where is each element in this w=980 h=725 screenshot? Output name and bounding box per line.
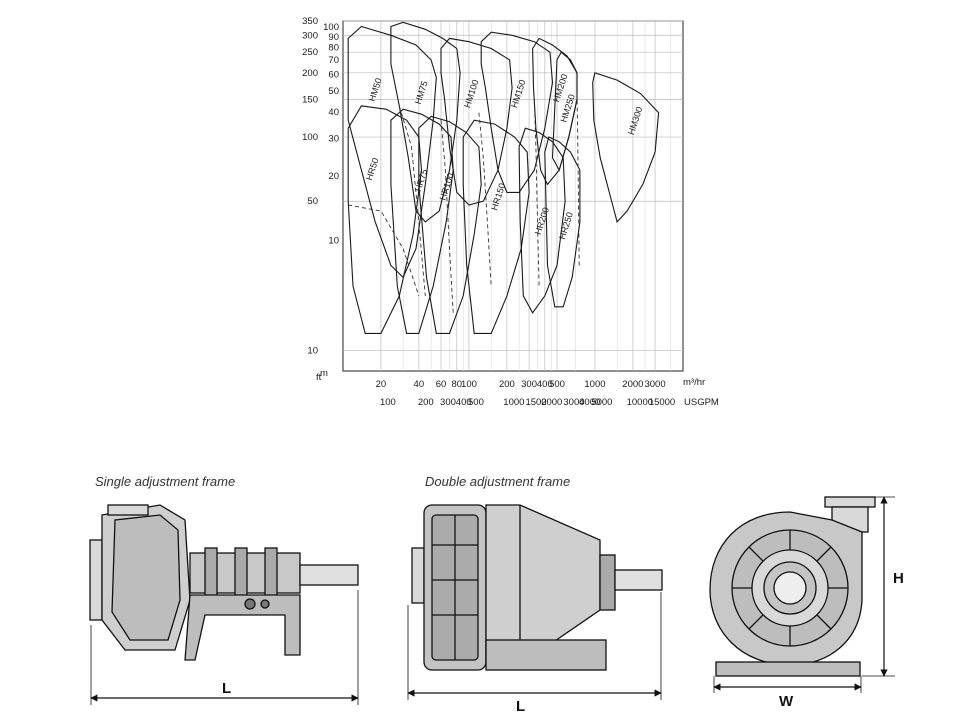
y-tick-label-m: 10 <box>328 235 339 246</box>
end-view-drawing: W H <box>709 496 904 710</box>
x-tick-label-usgpm: 100 <box>380 397 396 408</box>
y-tick-label-ft: 200 <box>302 68 318 79</box>
y-tick-label-ft: 350 <box>302 16 318 27</box>
x-tick-label-m3hr: 3000 <box>644 379 665 390</box>
x-tick-label-m3hr: 60 <box>436 379 447 390</box>
y-axis-unit-ft: ft <box>316 372 322 383</box>
x-tick-label-m3hr: 20 <box>376 379 387 390</box>
x-tick-label-m3hr: 300 <box>521 379 537 390</box>
y-tick-label-m: 50 <box>328 86 339 97</box>
double-dim-L: L <box>516 698 525 715</box>
curve-hr250 <box>544 136 581 308</box>
guide-dashed-line <box>576 93 580 266</box>
curve-hm75 <box>390 21 461 223</box>
single-dim-L: L <box>222 680 231 697</box>
y-tick-label-ft: 100 <box>302 132 318 143</box>
y-tick-label-m: 60 <box>328 69 339 80</box>
x-tick-label-usgpm: 10000 <box>627 397 653 408</box>
x-tick-label-m3hr: 80 <box>451 379 462 390</box>
y-tick-label-ft: 300 <box>302 30 318 41</box>
single-pump-body <box>89 504 359 661</box>
x-tick-label-usgpm: 300 <box>440 397 456 408</box>
x-tick-label-usgpm: 1000 <box>503 397 524 408</box>
y-tick-label-ft: 10 <box>307 345 318 356</box>
curve-hr75 <box>390 108 454 334</box>
y-tick-label-m: 70 <box>328 55 339 66</box>
y-tick-label-m: 40 <box>328 107 339 118</box>
x-tick-label-usgpm: 15000 <box>649 397 675 408</box>
x-tick-label-m3hr: 200 <box>499 379 515 390</box>
guide-dashed-line <box>533 99 540 287</box>
y-tick-label-m: 30 <box>328 134 339 145</box>
end-view-body <box>709 496 876 677</box>
curve-hm50 <box>347 25 437 279</box>
single-adjustment-drawing: Single adjustment frame L <box>89 474 359 705</box>
x-tick-label-usgpm: 400 <box>456 397 472 408</box>
chart-curves <box>347 21 660 334</box>
single-frame-title: Single adjustment frame <box>95 474 235 489</box>
x-tick-label-m3hr: 40 <box>414 379 425 390</box>
x-tick-label-usgpm: 5000 <box>591 397 612 408</box>
y-tick-label-m: 20 <box>328 171 339 182</box>
y-tick-label-ft: 50 <box>307 196 318 207</box>
y-tick-label-m: 90 <box>328 32 339 43</box>
x-tick-label-usgpm: 4000 <box>579 397 600 408</box>
y-tick-label-m: 80 <box>328 43 339 54</box>
double-frame-title: Double adjustment frame <box>425 474 570 489</box>
curve-hr50 <box>347 105 423 334</box>
guide-dashed-line <box>348 204 420 297</box>
x-axis-unit-usgpm: USGPM <box>684 397 719 408</box>
end-view-dim-H: H <box>893 570 904 587</box>
end-view-dim-W: W <box>779 693 794 710</box>
guide-dashed-line <box>478 112 492 287</box>
x-tick-label-m3hr: 1000 <box>584 379 605 390</box>
double-adjustment-drawing: Double adjustment frame L <box>407 474 663 715</box>
x-tick-label-m3hr: 100 <box>461 379 477 390</box>
curve-hm250 <box>551 51 578 172</box>
x-tick-label-usgpm: 3000 <box>563 397 584 408</box>
x-tick-label-m3hr: 500 <box>549 379 565 390</box>
x-tick-label-m3hr: 400 <box>537 379 553 390</box>
curve-hr200 <box>518 127 566 314</box>
y-axis-unit-m: m <box>320 368 328 379</box>
y-tick-label-m: 100 <box>323 22 339 33</box>
x-tick-label-usgpm: 2000 <box>541 397 562 408</box>
curve-hm150 <box>480 31 554 193</box>
x-tick-label-usgpm: 500 <box>468 397 484 408</box>
double-pump-body <box>411 504 663 671</box>
x-tick-label-m3hr: 2000 <box>622 379 643 390</box>
x-axis-unit-m3hr: m³/hr <box>683 377 705 388</box>
y-tick-label-ft: 150 <box>302 94 318 105</box>
x-tick-label-usgpm: 200 <box>418 397 434 408</box>
y-tick-label-ft: 250 <box>302 47 318 58</box>
curve-hm300 <box>592 72 660 224</box>
x-tick-label-usgpm: 1500 <box>525 397 546 408</box>
curve-hr100 <box>418 115 482 334</box>
guide-dashed-line <box>398 105 426 296</box>
